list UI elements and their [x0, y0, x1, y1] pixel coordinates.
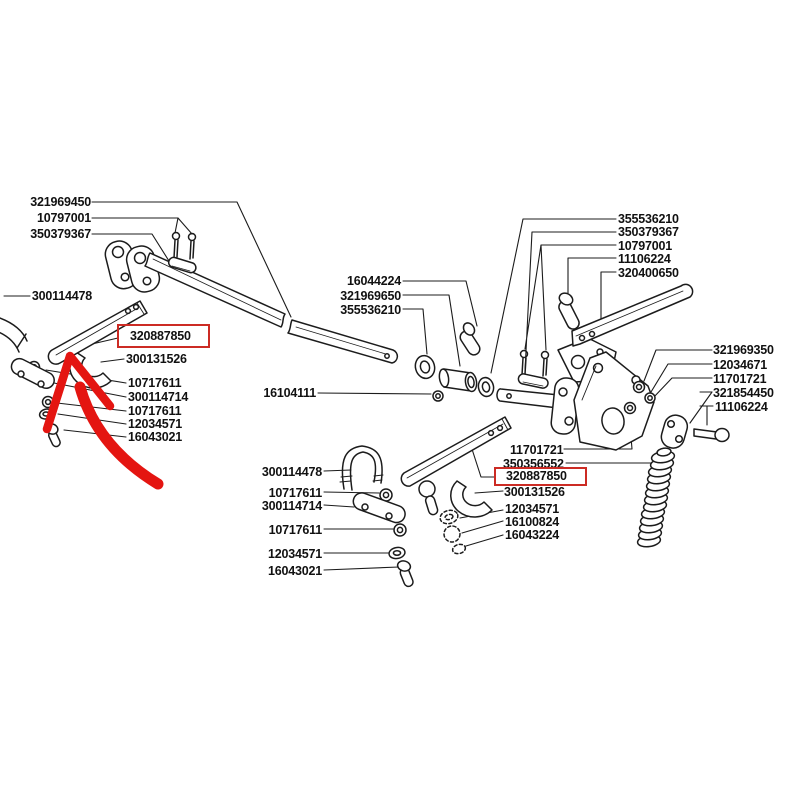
part-number-label: 321969350 [713, 343, 774, 357]
part-number-label: 16043021 [128, 430, 183, 444]
part-number-label: 350379367 [30, 227, 91, 241]
lock-washer-2 [388, 546, 406, 560]
saddle-clamp-2 [450, 480, 493, 518]
part-number-label: 300114478 [31, 289, 92, 303]
bracket-nuts [623, 380, 656, 415]
top-link-assembly [104, 231, 399, 364]
part-number-label: 11701721 [510, 443, 564, 457]
leveling-arm [571, 283, 694, 347]
part-number-label: 11701721 [713, 372, 767, 386]
anchor-bolt [693, 427, 730, 443]
highlight-arrow [42, 351, 164, 490]
lower-link-assembly [400, 283, 694, 555]
bolt-2 [396, 560, 414, 588]
part-number-label: 12034571 [267, 547, 322, 561]
small-nut-16104111 [432, 390, 444, 402]
part-number-label: 300114714 [261, 499, 322, 513]
support-bracket [573, 351, 655, 451]
u-bolt-clamp-group [339, 445, 414, 588]
part-number-label: 300131526 [126, 352, 187, 366]
part-number-label: 11106224 [618, 252, 671, 266]
washer-ring-2 [477, 376, 495, 398]
cotter-pins [171, 231, 197, 260]
part-number-label: 16044224 [346, 274, 401, 288]
arrowhead [42, 351, 115, 434]
top-link-tube [144, 252, 399, 364]
part-number-label: 10797001 [618, 239, 673, 253]
u-bolt-edge [0, 317, 28, 353]
part-number-label: 355536210 [340, 303, 401, 317]
part-number-label: 10717611 [268, 523, 323, 537]
hidden-parts [439, 509, 467, 555]
part-number-label: 321969450 [30, 195, 91, 209]
u-bolt [339, 445, 384, 491]
part-number-label: 16104111 [263, 386, 316, 400]
part-number-label: 11106224 [715, 400, 768, 414]
part-number-label: 12034671 [713, 358, 768, 372]
part-number-label: 350379367 [618, 225, 679, 239]
clamp-plate [10, 357, 55, 389]
link-pin [517, 373, 549, 389]
clamp-plate-2 [352, 492, 406, 524]
part-number-label: 12034571 [128, 417, 183, 431]
part-number-label: 16100824 [505, 515, 560, 529]
bolt-16044224 [459, 322, 481, 356]
bushing-cylinder [438, 368, 478, 393]
bracket-bolt [558, 292, 580, 330]
hinge-pin [167, 256, 197, 274]
part-number-label: 16043224 [505, 528, 560, 542]
part-number-label: 10717611 [268, 486, 323, 500]
center-parts [414, 322, 495, 402]
tension-spring [636, 447, 676, 548]
highlighted-bar-2 [400, 416, 512, 487]
part-number-label: 320400650 [618, 266, 679, 280]
part-number-label: 10797001 [36, 211, 91, 225]
part-number-label: 10717611 [128, 404, 182, 418]
ball-end [418, 480, 439, 516]
part-number-label: 12034571 [505, 502, 560, 516]
highlighted-part-number-label: 320887850 [494, 467, 587, 486]
part-number-label: 300131526 [504, 485, 565, 499]
part-number-label: 300114478 [261, 465, 322, 479]
part-number-label: 355536210 [618, 212, 679, 226]
washer-ring [414, 354, 436, 380]
anchor-plate [660, 414, 689, 449]
part-number-label: 16043021 [267, 564, 322, 578]
highlighted-bar [47, 300, 148, 365]
part-number-label: 321854450 [713, 386, 774, 400]
part-number-label: 300114714 [128, 390, 189, 404]
hex-nut [393, 523, 407, 537]
part-number-label: 321969650 [340, 289, 401, 303]
cotter-pins-2 [519, 349, 550, 377]
part-number-label: 10717611 [128, 376, 182, 390]
highlighted-part-number-label: 320887850 [117, 324, 210, 348]
arrow-tail [74, 381, 164, 490]
